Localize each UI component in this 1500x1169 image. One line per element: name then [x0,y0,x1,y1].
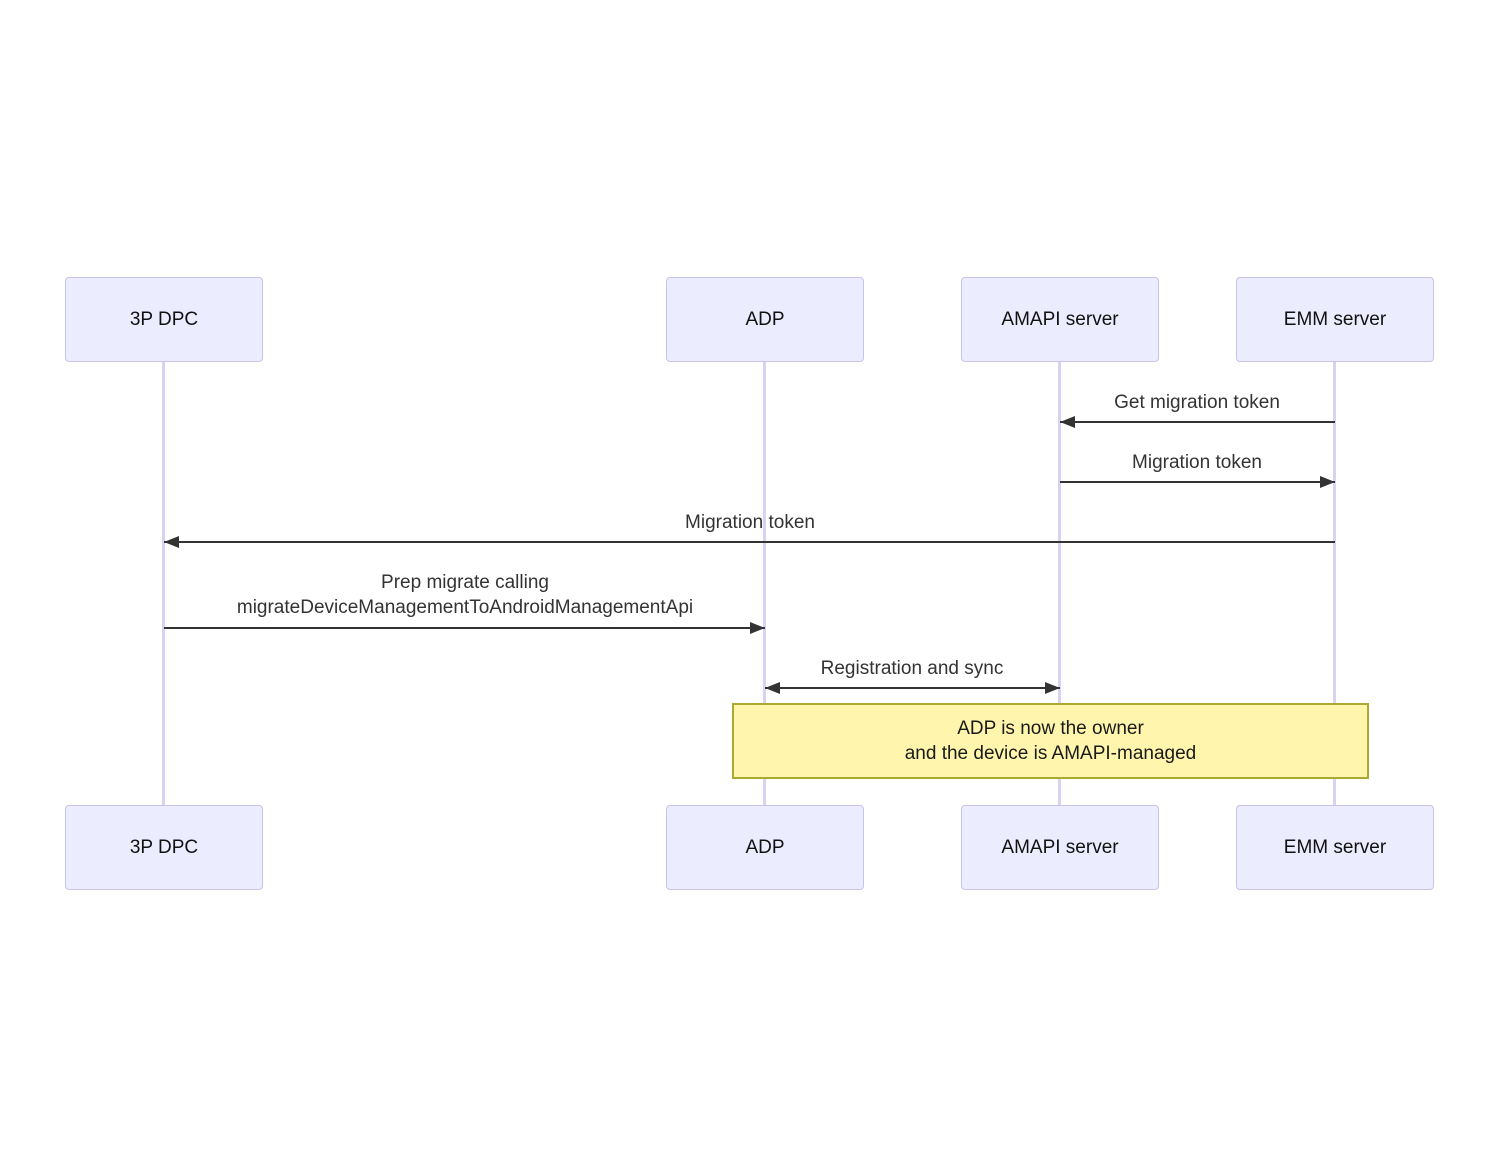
actor-3p-dpc-top: 3P DPC [65,277,263,362]
actor-label: AMAPI server [1001,836,1119,858]
lifeline-adp [763,362,766,805]
arrow-get-migration-token [1060,416,1335,428]
arrow-prep-migrate [164,622,765,634]
actor-emm-server-top: EMM server [1236,277,1434,362]
lifeline-3p-dpc [162,362,165,805]
actor-adp-top: ADP [666,277,864,362]
arrow-registration-and-sync [765,682,1060,694]
message-label-migration-token-to-3p-dpc: Migration token [685,512,815,533]
actor-amapi-server-top: AMAPI server [961,277,1159,362]
actor-label: EMM server [1283,308,1387,330]
actor-label: 3P DPC [129,836,199,858]
note-text: ADP is now the owner and the device is A… [904,718,1197,764]
arrow-migration-token-to-emm [1060,476,1335,488]
message-label-migration-token-to-emm: Migration token [1132,452,1262,473]
actor-label: ADP [745,308,785,330]
actor-label: 3P DPC [129,308,199,330]
actor-adp-bottom: ADP [666,805,864,890]
actor-label: ADP [745,836,785,858]
message-label-prep-migrate: Prep migrate calling migrateDeviceManage… [236,572,694,618]
actor-label: AMAPI server [1001,308,1119,330]
actor-emm-server-bottom: EMM server [1236,805,1434,890]
lifeline-amapi-server [1058,362,1061,805]
message-label-registration-and-sync: Registration and sync [820,658,1004,679]
message-label-get-migration-token: Get migration token [1114,392,1280,413]
lifeline-emm-server [1333,362,1336,805]
note-adp-owner: ADP is now the owner and the device is A… [732,703,1369,779]
arrow-migration-token-to-3p-dpc [164,536,1335,548]
actor-label: EMM server [1283,836,1387,858]
actor-amapi-server-bottom: AMAPI server [961,805,1159,890]
actor-3p-dpc-bottom: 3P DPC [65,805,263,890]
